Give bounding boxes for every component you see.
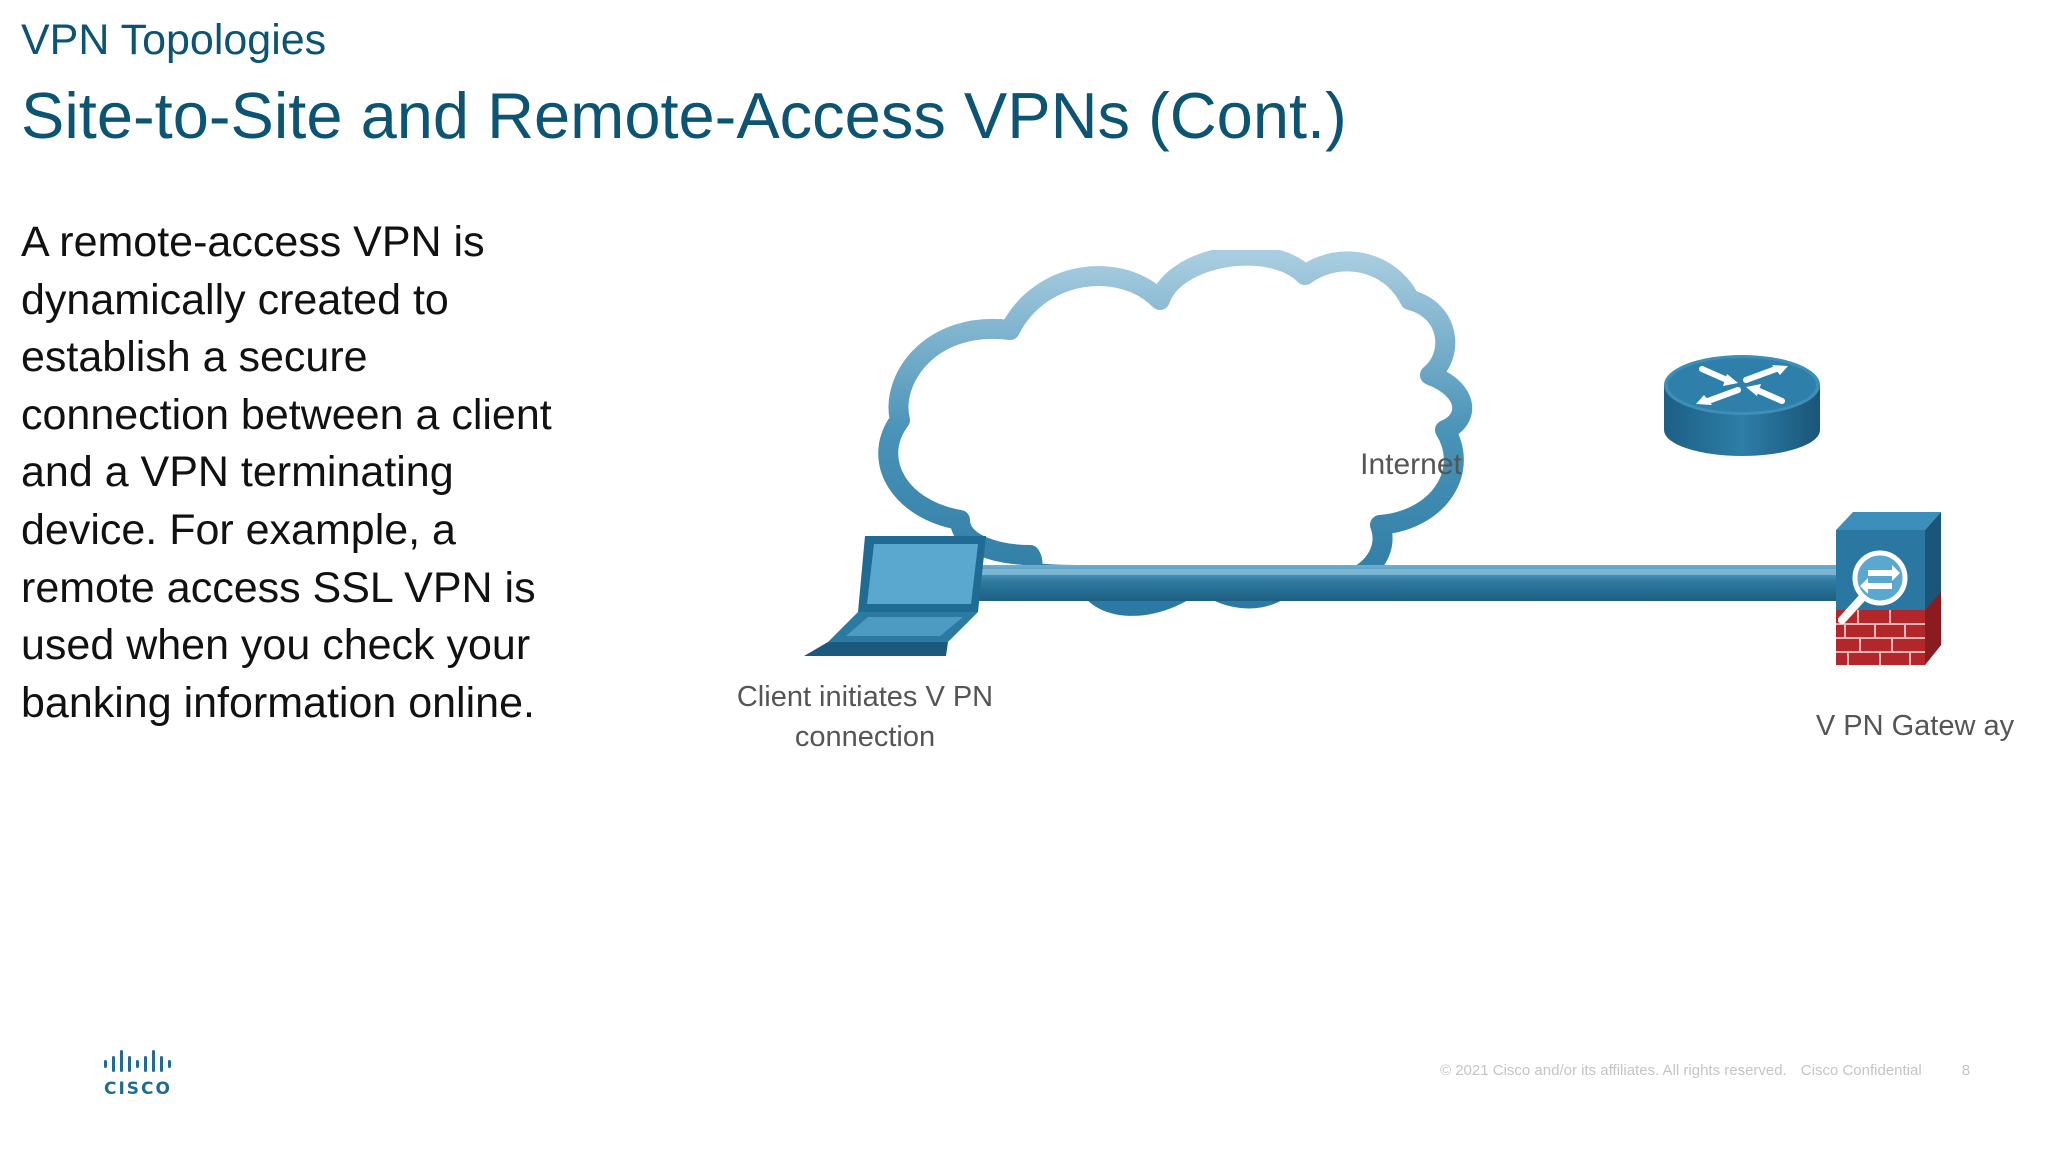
body-line: and a VPN terminating	[21, 448, 454, 497]
client-label-line1: Client initiates V PN	[737, 681, 993, 713]
section-title: VPN Topologies	[21, 16, 327, 64]
client-label-line2: connection	[795, 721, 935, 753]
body-line: A remote-access VPN is	[21, 218, 485, 266]
cloud-label: Internet	[1360, 448, 1462, 481]
copyright-text: © 2021 Cisco and/or its affiliates. All …	[1440, 1062, 1787, 1079]
cloud-icon	[878, 250, 1473, 616]
confidential-text: Cisco Confidential	[1800, 1062, 1922, 1079]
cisco-logo: CISCO	[104, 1050, 172, 1098]
vpn-tunnel-line	[965, 565, 1845, 601]
body-line: connection between a client	[21, 390, 552, 439]
gateway-label: V PN Gatew ay	[1816, 710, 2015, 742]
body-line: dynamically created to	[21, 275, 449, 324]
page-number: 8	[1961, 1062, 1971, 1079]
body-line: banking information online.	[21, 678, 535, 727]
body-line: remote access SSL VPN is	[21, 563, 536, 612]
router-icon	[1664, 355, 1820, 456]
remote-access-vpn-diagram: Internet Client initiates V PN connectio…	[737, 250, 2015, 753]
slide-title: Site-to-Site and Remote-Access VPNs (Con…	[21, 79, 1347, 152]
body-paragraph: A remote-access VPN is dynamically creat…	[21, 214, 621, 732]
laptop-icon	[804, 536, 986, 656]
body-line: device. For example, a	[21, 505, 456, 554]
vpn-gateway-firewall-icon	[1836, 512, 1941, 665]
body-line: used when you check your	[21, 621, 531, 670]
body-line: establish a secure	[21, 333, 368, 382]
svg-text:CISCO: CISCO	[104, 1079, 172, 1098]
footer: © 2021 Cisco and/or its affiliates. All …	[1440, 1062, 2010, 1079]
